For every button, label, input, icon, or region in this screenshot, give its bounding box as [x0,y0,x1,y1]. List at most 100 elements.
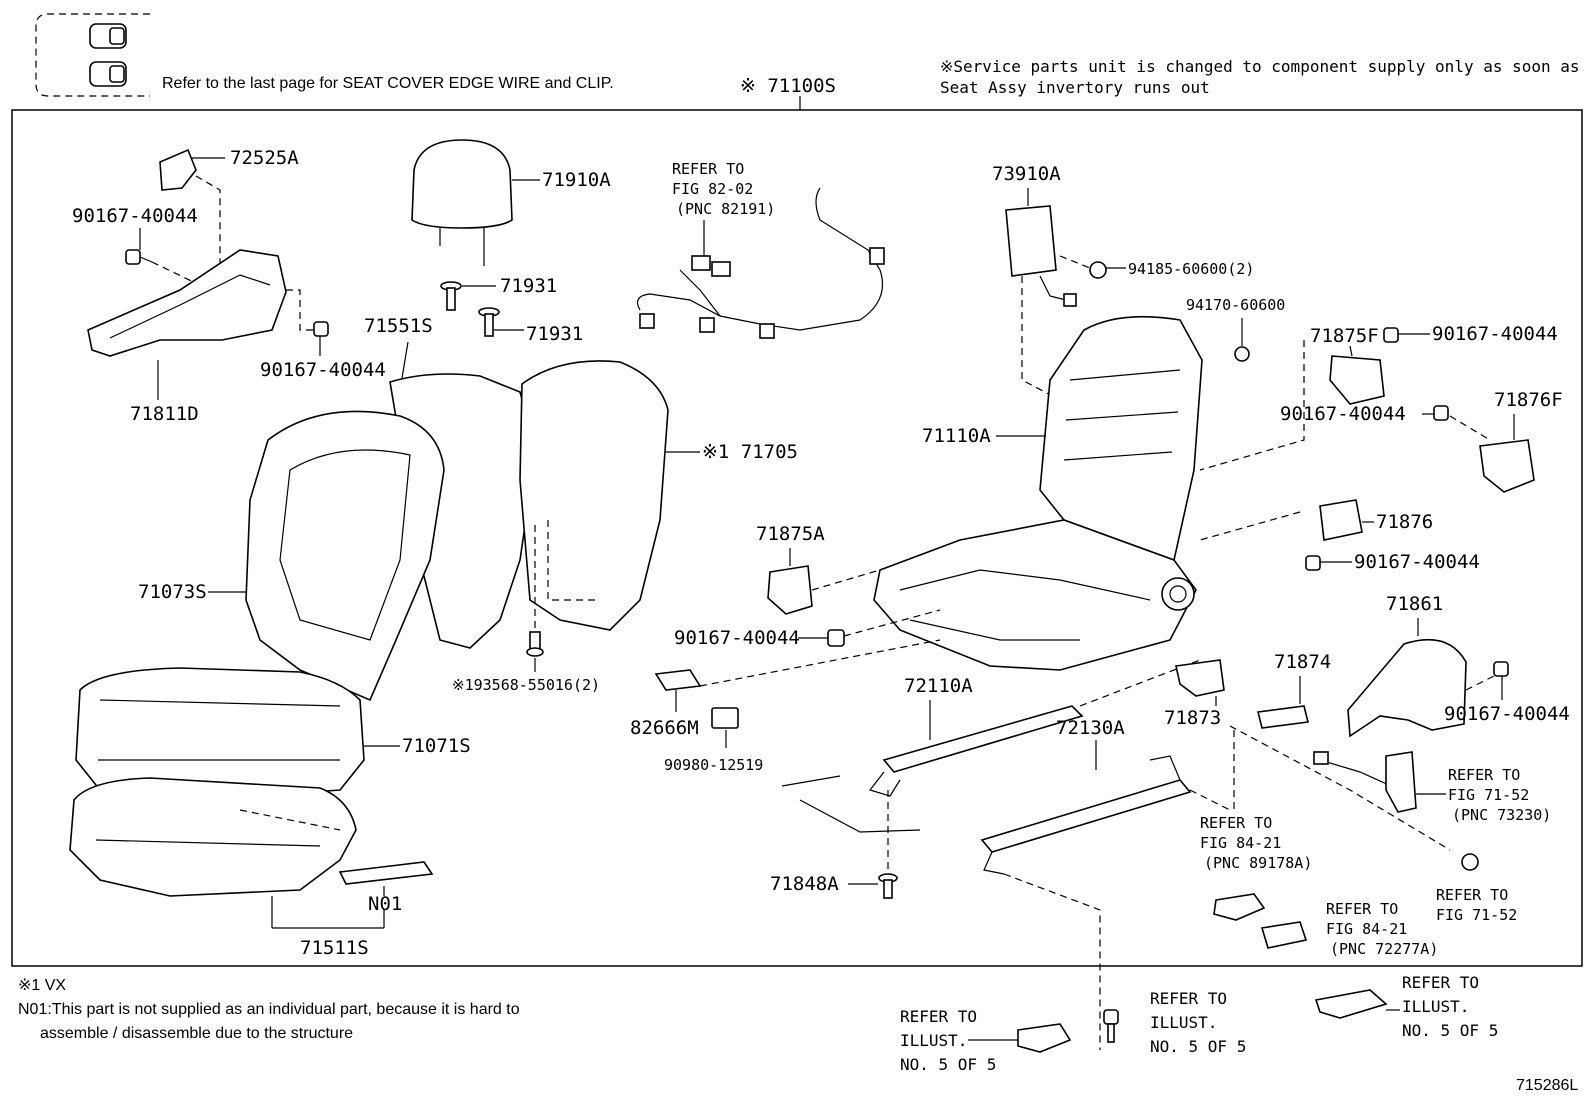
label-71705: ※1 71705 [702,441,798,463]
label-72525A: 72525A [230,147,299,169]
bolt-71848A [878,873,898,899]
ref-illust-c-line3: NO. 5 OF 5 [1402,1021,1498,1040]
part-N01 [338,861,434,885]
label-71910A: 71910A [542,169,611,191]
nut-94170 [1234,346,1250,362]
ref-illust-b-line2: ILLUST. [1150,1013,1217,1032]
part-71875A [767,565,813,615]
part-71876F [1479,439,1535,493]
label-71874: 71874 [1274,651,1331,673]
part-72130A [980,779,1192,853]
footnote-1: ※1 VX [18,977,66,994]
part-72277A [1260,921,1308,949]
label-N01: N01 [368,893,402,915]
ref-8421a-line1: REFER TO [1200,814,1272,832]
label-71073S: 71073S [138,581,207,603]
legend-bracket [35,13,150,97]
label-82666M: 82666M [630,717,699,739]
bolt-illust-b [1103,1009,1119,1043]
label-71931-a: 71931 [500,275,557,297]
label-90167-f: 90167-40044 [674,627,800,649]
part-link-rod [781,775,921,833]
clip-93568 [526,631,544,657]
ref-8421b-line3: (PNC 72277A) [1330,940,1438,958]
ref-8421b-line2: FIG 84-21 [1326,920,1407,938]
part-72525A [159,148,197,191]
bolt-90167-b [313,321,329,337]
label-71848A: 71848A [770,873,839,895]
ref-7152a-line1: REFER TO [1448,766,1520,784]
bolt-90167-g [1493,661,1509,677]
label-90167-c: 90167-40044 [1432,323,1558,345]
ref-illust-a-line2: ILLUST. [900,1031,967,1050]
label-71931-b: 71931 [526,323,583,345]
label-71071S: 71071S [402,735,471,757]
ref-illust-c-line2: ILLUST. [1402,997,1469,1016]
label-71511S: 71511S [300,937,369,959]
ref-8202-line2: FIG 82-02 [672,180,753,198]
label-94170: 94170-60600 [1186,296,1285,314]
part-71876 [1319,499,1363,541]
label-71876: 71876 [1376,511,1433,533]
ref-illust-b-line3: NO. 5 OF 5 [1150,1037,1246,1056]
ref-8421a-line2: FIG 84-21 [1200,834,1281,852]
part-71931-b [478,307,500,337]
assembly-frame [11,109,1583,967]
label-71875A: 71875A [756,523,825,545]
ref-illust-b-line1: REFER TO [1150,989,1227,1008]
part-71511S [69,777,357,897]
label-90980: 90980-12519 [664,756,763,774]
part-illust-c [1314,989,1388,1019]
footnote-2: N01:This part is not supplied as an indi… [18,1001,520,1018]
ref-8202-line3: (PNC 82191) [676,200,775,218]
ref-8421b-line1: REFER TO [1326,900,1398,918]
part-89178A-sensor [1213,893,1266,921]
label-72130A: 72130A [1056,717,1125,739]
bolt-90167-a [125,249,153,265]
label-71110A: 71110A [922,425,991,447]
ref-7152b-line2: FIG 71-52 [1436,906,1517,924]
label-90167-g: 90167-40044 [1444,703,1570,725]
label-90167-e: 90167-40044 [1354,551,1480,573]
top-note: Refer to the last page for SEAT COVER ED… [162,75,614,92]
label-71861: 71861 [1386,593,1443,615]
part-71931-a [440,281,462,311]
seatbelt-buckle [1313,751,1417,813]
part-71705 [519,360,669,631]
footnote-3: assemble / disassemble due to the struct… [40,1025,353,1042]
part-illust-a [1017,1023,1072,1053]
part-71110A-seat-frame [873,315,1203,671]
label-90167-b: 90167-40044 [260,359,386,381]
figure-code: 715286L [1516,1077,1578,1094]
label-94185: 94185-60600(2) [1128,260,1254,278]
bolt-90167-f [827,629,845,647]
label-71875F: 71875F [1310,325,1379,347]
part-71873 [1175,659,1225,697]
part-82666M [654,669,702,691]
ref-7152a-line3: (PNC 73230) [1452,806,1551,824]
label-71551S: 71551S [364,315,433,337]
ref-illust-c-line1: REFER TO [1402,973,1479,992]
label-73910A: 73910A [992,163,1061,185]
service-note-2: Seat Assy invertory runs out [940,78,1210,97]
bolt-90167-d [1433,405,1449,421]
label-71876F: 71876F [1494,389,1563,411]
part-71875F [1329,355,1385,405]
wire-harness [637,187,885,339]
ref-7152b-line1: REFER TO [1436,886,1508,904]
label-71873: 71873 [1164,707,1221,729]
ref-illust-a-line1: REFER TO [900,1007,977,1026]
label-90167-d: 90167-40044 [1280,403,1406,425]
part-71874 [1257,705,1309,729]
part-73910A [1005,205,1057,277]
part-72110A [882,705,1084,773]
label-90167-a: 90167-40044 [72,205,198,227]
part-90980 [711,707,739,729]
bolt-90167-c [1383,327,1399,343]
label-72110A: 72110A [904,675,973,697]
nut-94185 [1089,261,1107,279]
part-71861 [1347,638,1467,738]
ref-8202-line1: REFER TO [672,160,744,178]
service-note-1: ※Service parts unit is changed to compon… [940,57,1580,76]
